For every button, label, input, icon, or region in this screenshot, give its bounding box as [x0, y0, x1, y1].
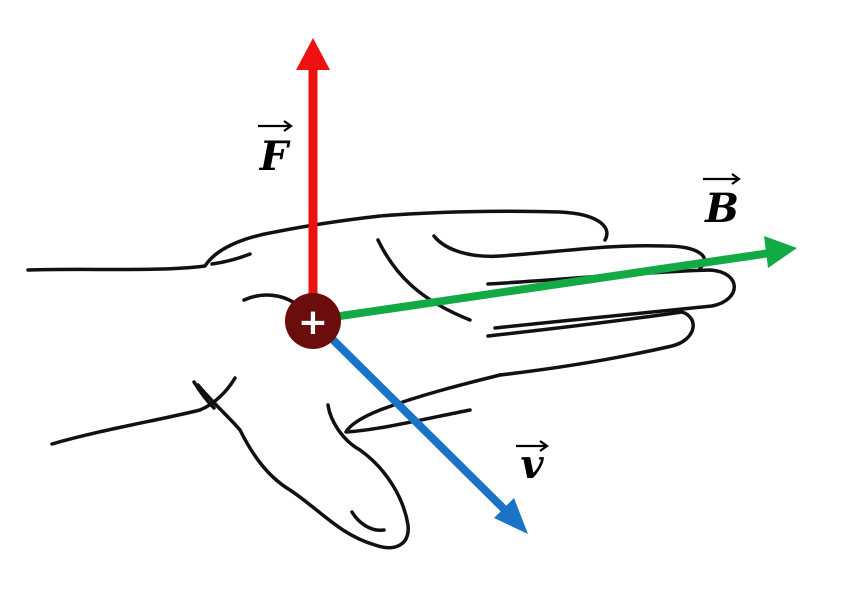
velocity-arrow-shaft	[310, 317, 511, 516]
wrist-lower-edge	[50, 376, 237, 446]
field-arrow-shaft	[312, 249, 771, 324]
force-label-text: F	[259, 133, 291, 180]
ring-finger	[486, 310, 695, 377]
velocity-label-vector-arrow	[516, 440, 549, 452]
charge-circle	[285, 293, 341, 349]
field-arrow-head	[764, 236, 797, 268]
palm-crease-1	[376, 238, 472, 322]
hand-outline	[26, 209, 736, 550]
force-vector	[296, 38, 330, 318]
palm-crease-3	[242, 293, 298, 306]
palm-crease-2	[210, 252, 252, 266]
force-arrow-head	[296, 38, 330, 70]
charge-sign: +	[298, 302, 328, 343]
thumb-nail	[350, 510, 386, 532]
force-label-vector-arrow	[258, 120, 293, 132]
hand-upper-edge	[26, 209, 609, 272]
field-vector	[312, 236, 797, 324]
thumb	[196, 383, 410, 550]
velocity-label: v	[516, 440, 549, 488]
force-label: F	[258, 120, 293, 180]
field-label-text: B	[704, 185, 739, 232]
positive-charge: +	[285, 293, 341, 349]
velocity-vector	[310, 317, 528, 534]
velocity-arrow-head	[494, 498, 528, 534]
index-finger	[432, 234, 707, 270]
palm-lower-edge	[344, 373, 502, 434]
wrist-crease	[192, 380, 216, 410]
field-label-vector-arrow	[703, 173, 741, 185]
velocity-label-text: v	[520, 441, 544, 488]
field-label: B	[703, 173, 741, 232]
